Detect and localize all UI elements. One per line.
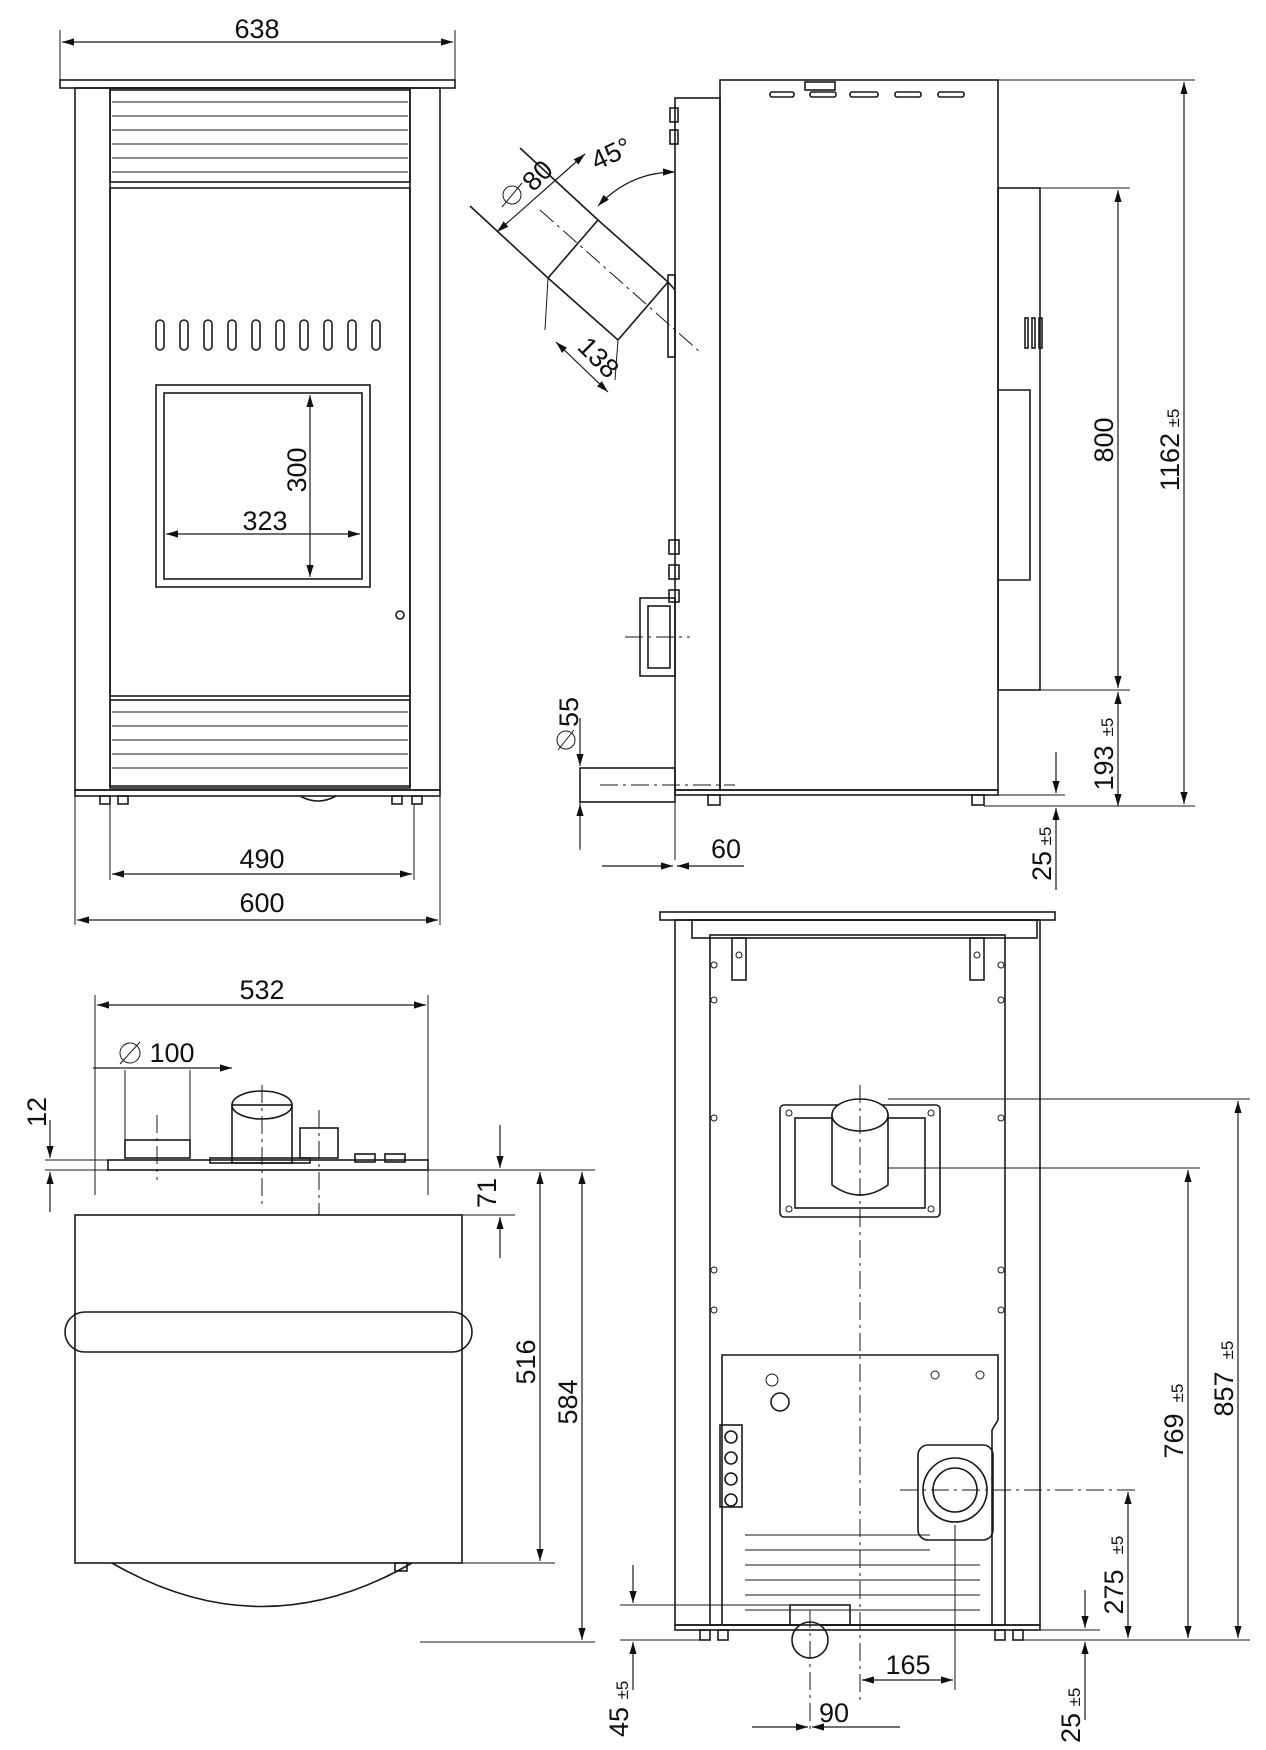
front-window — [155, 384, 371, 588]
dim-side-foot-height: 25 — [1027, 851, 1057, 881]
dim-top-offset-12: 12 — [22, 1097, 52, 1127]
dim-window-height: 300 — [282, 447, 312, 492]
door-handle — [395, 610, 405, 620]
dim-rear-foot-tol: ±5 — [1065, 1688, 1084, 1707]
side-view: 80 45° 138 55 60 800 19 — [469, 79, 1195, 890]
dim-rear-offset-90: 90 — [819, 1698, 849, 1728]
dim-rear-air-tol: ±5 — [1108, 1536, 1127, 1555]
front-door — [109, 187, 411, 697]
dim-front-top-width: 638 — [234, 14, 279, 44]
dim-top-offset-71: 71 — [472, 1178, 502, 1208]
dim-rear-foot-height: 25 — [1056, 1713, 1086, 1743]
dim-front-width: 600 — [239, 888, 284, 918]
front-view: 638 — [59, 14, 456, 925]
top-view: 532 100 12 71 — [22, 975, 595, 1643]
dim-flue-diameter: 80 — [516, 154, 558, 196]
dim-total-height: 1162 — [1155, 433, 1185, 491]
dim-top-width: 532 — [239, 975, 284, 1005]
dim-rear-left-offset: 45 — [604, 1707, 634, 1737]
dim-air-inlet-diameter: 55 — [554, 697, 584, 727]
dim-flue-angle: 45° — [586, 132, 636, 176]
dim-window-width: 323 — [242, 506, 287, 536]
dim-side-bottom-tol: ±5 — [1098, 718, 1117, 737]
front-vent-slots — [155, 319, 381, 351]
side-flue-pipe — [469, 147, 701, 358]
dim-side-bottom-height: 193 — [1089, 745, 1119, 790]
front-lower-grille — [109, 699, 411, 787]
dim-air-inlet-offset: 60 — [711, 834, 741, 864]
dim-front-feet-width: 490 — [239, 844, 284, 874]
dim-top-depth-516: 516 — [511, 1339, 541, 1384]
dim-side-foot-tol: ±5 — [1036, 827, 1055, 846]
dim-rear-outlet-height: 769 — [1159, 1413, 1189, 1458]
dim-rear-flue-height: 857 — [1209, 1371, 1239, 1416]
rear-view: 857 ±5 769 ±5 275 ±5 25 ±5 45 ±5 90 165 — [604, 911, 1250, 1743]
front-upper-grille — [109, 89, 411, 183]
dim-side-panel-height: 800 — [1089, 417, 1119, 462]
dim-rear-left-tol: ±5 — [613, 1681, 632, 1700]
rear-grille — [745, 1534, 980, 1611]
dim-rear-offset-165: 165 — [885, 1650, 930, 1680]
dim-rear-flue-tol: ±5 — [1218, 1341, 1237, 1360]
dim-rear-air-height: 275 — [1099, 1569, 1129, 1614]
dim-total-height-tol: ±5 — [1164, 409, 1183, 428]
dim-top-depth-584: 584 — [553, 1379, 583, 1424]
dim-top-flue-diameter: 100 — [149, 1038, 194, 1068]
dim-rear-outlet-tol: ±5 — [1168, 1384, 1187, 1403]
